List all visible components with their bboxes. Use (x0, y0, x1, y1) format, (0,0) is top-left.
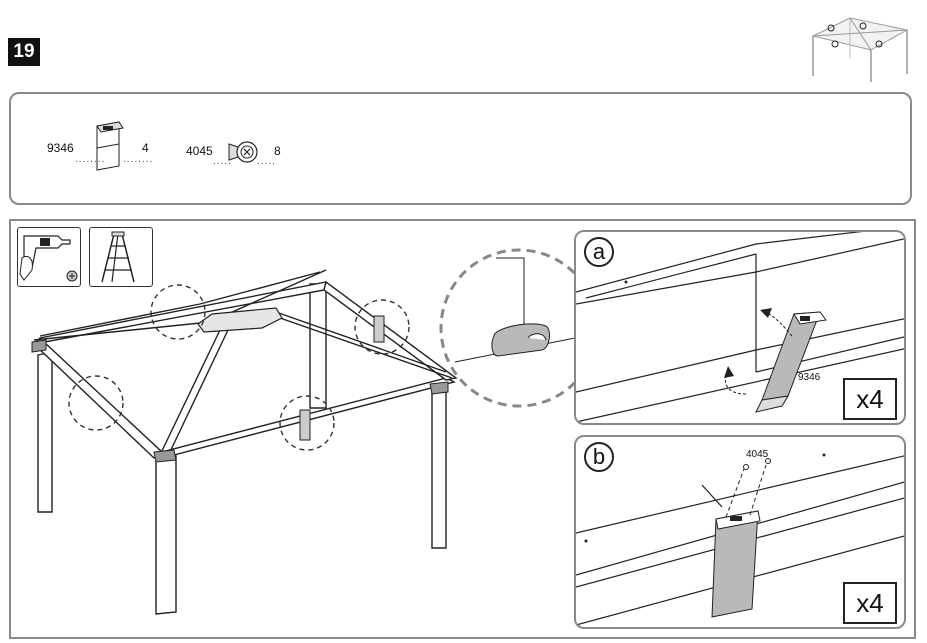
parts-list-panel: 9346 ........ ........ 4 4045 ..... ....… (9, 92, 912, 205)
detail-quantity: x4 (843, 378, 897, 420)
detail-panel-a: a 9346 x4 (574, 230, 906, 425)
leader-dots: ..... (257, 156, 276, 167)
leader-dots: ..... (213, 156, 232, 167)
leader-dots: ........ (75, 154, 106, 165)
detail-letter-a: a (584, 237, 614, 267)
part-qty: 8 (274, 144, 281, 158)
tool-box-ladder (89, 227, 153, 287)
part-code: 4045 (186, 144, 213, 158)
detail-part-label: 4045 (746, 449, 769, 460)
step-ladder-icon (101, 231, 135, 283)
tool-box-drill (17, 227, 81, 287)
detail-a-drawing (576, 232, 904, 423)
screw-icon (228, 141, 258, 163)
detail-panel-b: b 4045 x4 (574, 435, 906, 629)
leader-dots: ........ (123, 154, 154, 165)
bracket-plate-icon (96, 121, 124, 171)
detail-quantity: x4 (843, 582, 897, 624)
detail-letter-b: b (584, 442, 614, 472)
part-code: 9346 (47, 141, 74, 155)
assembly-panel (9, 219, 916, 639)
gazebo-overview-icon (811, 17, 909, 82)
power-drill-icon (19, 235, 78, 282)
detail-b-drawing (576, 453, 904, 626)
detail-part-label: 9346 (798, 372, 821, 383)
step-number-badge: 19 (8, 38, 40, 66)
part-qty: 4 (142, 141, 149, 155)
